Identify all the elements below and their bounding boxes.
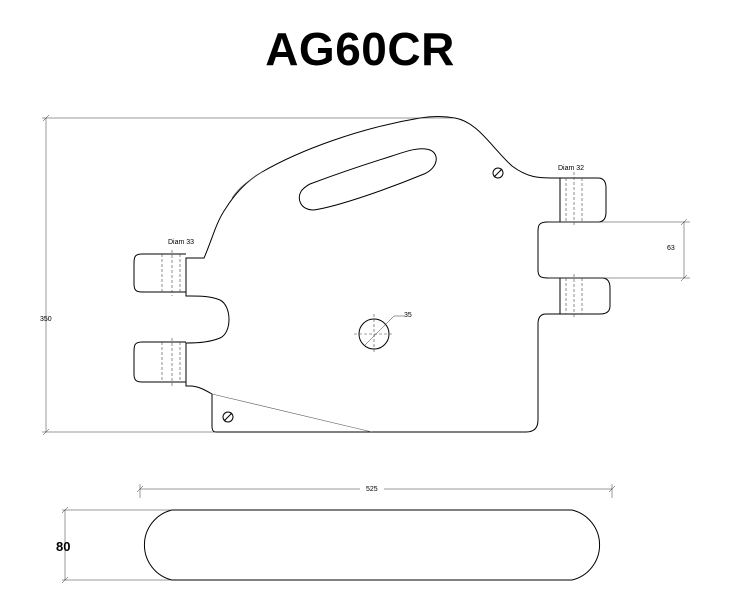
handle-slot [298,148,437,211]
thickness-dimension [61,506,172,584]
left-pin-upper [133,250,186,296]
thickness-value: 80 [56,539,70,554]
screw-top-icon [492,167,504,179]
slot-gap-dimension [548,218,690,282]
drawing-title: AG60CR [265,23,455,75]
slot-gap-value: 63 [667,245,675,252]
plate-outline [185,116,561,433]
right-pin-lower [560,274,611,318]
screw-bottom-icon [222,411,234,423]
left-pin-label: Diam 33 [168,239,194,246]
height-value: 350 [40,316,52,323]
top-view-outline [143,509,601,581]
height-dimension [42,114,455,436]
hole-diameter-value: 35 [404,312,412,319]
right-pin-upper [560,172,607,226]
center-hole [354,314,404,354]
width-value: 525 [366,486,378,493]
left-pin-lower [133,338,186,386]
right-pin-label: Diam 32 [558,165,584,172]
upper-bevel-line [231,171,263,199]
lower-diagonal-line [211,393,373,433]
